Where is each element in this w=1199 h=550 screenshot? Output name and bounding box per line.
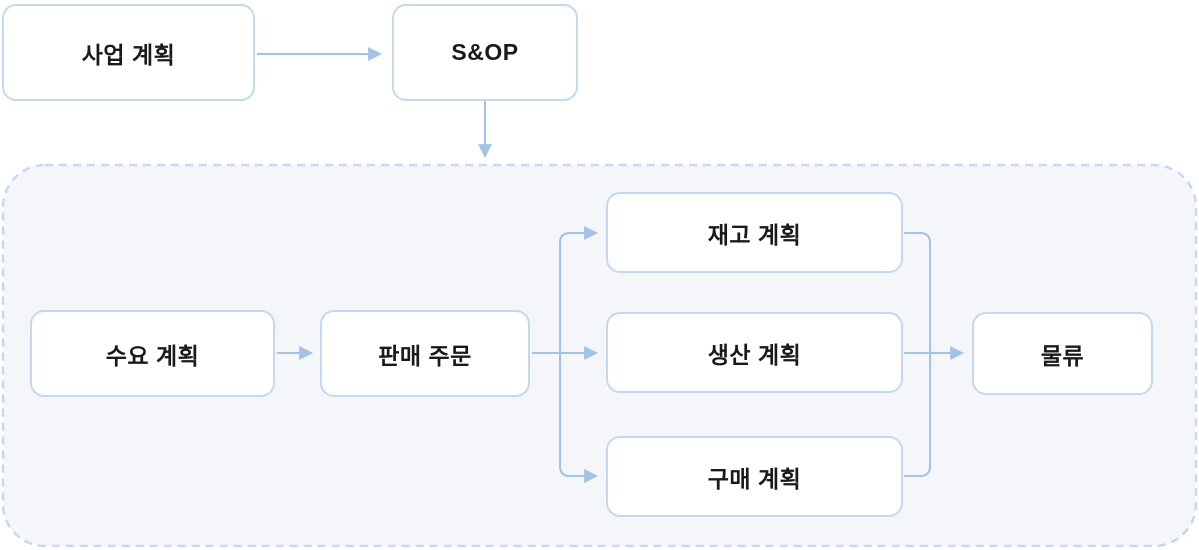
- node-business-plan: 사업 계획: [2, 4, 255, 101]
- node-sales-order: 판매 주문: [320, 310, 530, 397]
- node-production-plan: 생산 계획: [606, 312, 903, 393]
- edge-purchase-plan-to-logistics: [904, 353, 931, 477]
- node-demand-plan-label: 수요 계획: [105, 342, 200, 369]
- edge-inventory-plan-to-logistics: [904, 232, 931, 353]
- edge-sales-order-to-purchase-plan: [559, 353, 599, 483]
- edge-sales-order-to-inventory-plan: [559, 226, 599, 353]
- node-inventory-plan: 재고 계획: [606, 192, 903, 273]
- node-production-plan-label: 생산 계획: [707, 341, 802, 368]
- node-logistics: 물류: [972, 312, 1153, 395]
- node-snop-label: S&OP: [451, 39, 519, 65]
- edges: [257, 47, 965, 483]
- node-business-plan-label: 사업 계획: [81, 41, 176, 68]
- node-logistics-label: 물류: [1040, 342, 1085, 369]
- node-sales-order-label: 판매 주문: [378, 342, 472, 369]
- node-inventory-plan-label: 재고 계획: [707, 221, 802, 248]
- node-demand-plan: 수요 계획: [30, 310, 275, 397]
- node-purchase-plan: 구매 계획: [606, 436, 903, 517]
- node-purchase-plan-label: 구매 계획: [707, 465, 802, 492]
- node-snop: S&OP: [392, 4, 578, 101]
